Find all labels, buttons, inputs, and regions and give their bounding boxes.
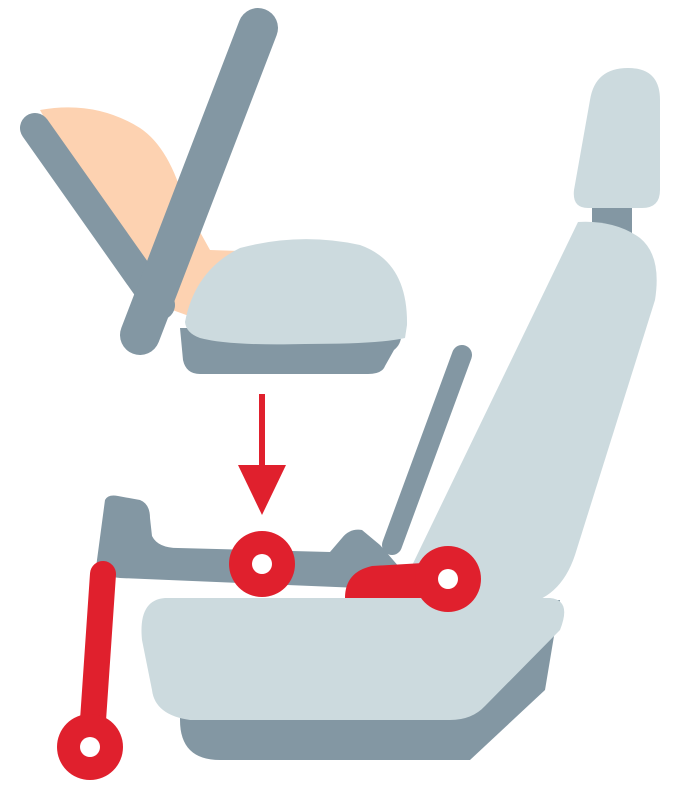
support-leg-foot-point (57, 714, 123, 780)
isofix-anchor-point (415, 546, 481, 612)
headrest (574, 68, 660, 208)
support-leg (92, 574, 103, 735)
down-arrow-head (238, 465, 286, 515)
carrier-latch-point (229, 531, 295, 597)
support-leg-foot-dot (80, 737, 100, 757)
carrier-latch-dot (252, 554, 272, 574)
infant-carrier (35, 28, 407, 374)
down-arrow (238, 394, 286, 515)
isofix-anchor-dot (438, 569, 458, 589)
